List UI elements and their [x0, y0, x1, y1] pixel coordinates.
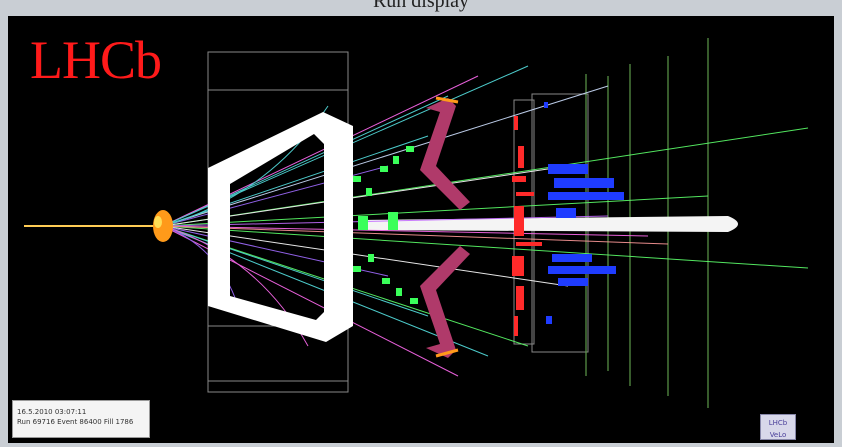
beam-pipe: [24, 216, 738, 232]
event-datetime: 16.5.2010 03:07:11: [17, 408, 87, 416]
lhcb-logo: LHCb: [30, 30, 162, 90]
badge-line2: VeLo: [769, 431, 787, 439]
badge-line1: LHCb: [768, 419, 788, 427]
dipole-magnet: [208, 112, 353, 342]
page-title: Run display: [372, 0, 470, 12]
event-run-info: Run 69716 Event 86400 Fill 1786: [17, 418, 134, 426]
mirror-edge: [435, 96, 459, 104]
rich-mirrors: [420, 98, 470, 358]
event-info-box: 16.5.2010 03:07:11 Run 69716 Event 86400…: [12, 400, 150, 438]
event-display: LHCb 16.5.2010 03:07:11 Run 69716 Event …: [8, 16, 834, 443]
tracker-hits: [353, 146, 418, 304]
ecal-hits: [512, 116, 542, 336]
detector-svg: [24, 38, 809, 408]
mirror-edge: [435, 348, 459, 358]
hcal-hits: [544, 102, 624, 324]
interaction-vertex: [153, 210, 173, 242]
collaboration-badge: LHCb VeLo: [760, 414, 796, 440]
